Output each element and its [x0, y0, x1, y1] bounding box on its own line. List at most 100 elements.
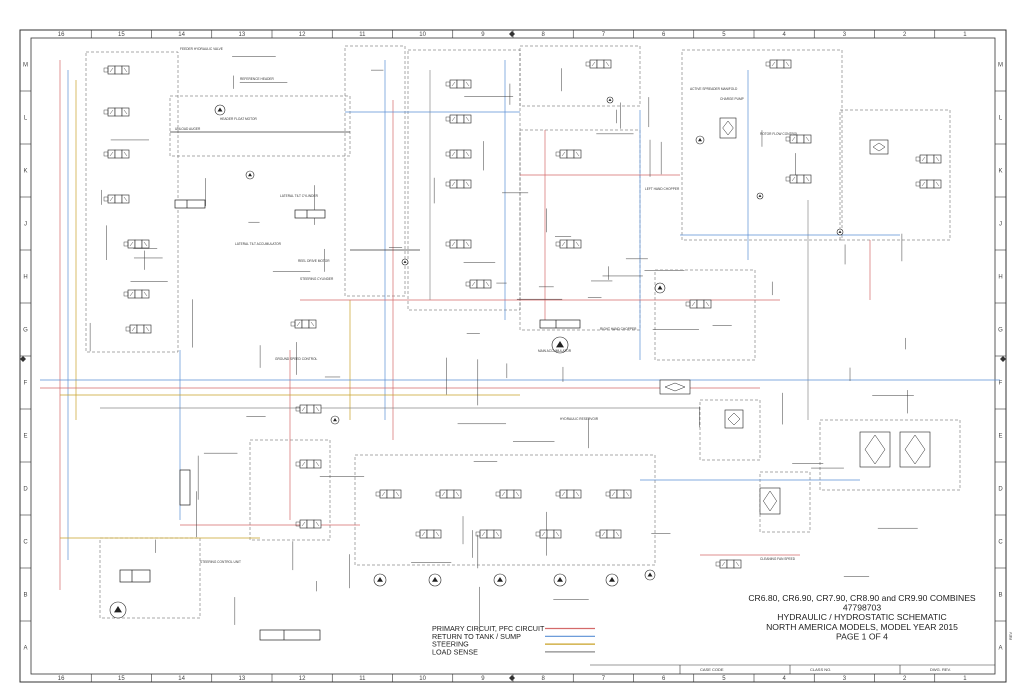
zone-col-bottom-6: 6: [662, 676, 666, 682]
solenoid-icon: [585, 61, 591, 67]
title-block-line: HYDRAULIC / HYDROSTATIC SCHEMATIC: [777, 612, 947, 622]
flow-arrow-icon: [758, 194, 762, 197]
flow-arrow-icon: [556, 341, 564, 348]
filter-reservoir-icon: [759, 487, 781, 515]
valve-envelope: [606, 529, 615, 539]
solenoid-icon: [295, 461, 301, 467]
valve-arrow: [435, 531, 440, 537]
directional-valve: [445, 114, 472, 124]
valve-arrow: [495, 531, 500, 537]
valve-envelope: [426, 529, 435, 539]
valve-arrow: [301, 521, 306, 527]
valve-arrow: [123, 196, 128, 202]
component-label: REEL DRIVE MOTOR: [298, 259, 330, 263]
directional-valve: [915, 154, 942, 164]
center-mark-right: [1000, 356, 1006, 362]
zone-col-top-7: 7: [602, 32, 606, 38]
component-group-outline: [681, 49, 843, 241]
valve-arrow: [611, 491, 616, 497]
zone-row-left-G: G: [23, 328, 28, 334]
directional-valve: [103, 107, 130, 117]
zone-row-left-D: D: [23, 487, 28, 493]
filter-element-icon: [904, 434, 926, 465]
solenoid-icon: [290, 321, 296, 327]
valve-arrow: [935, 156, 940, 162]
valve-envelope: [306, 404, 315, 414]
valve-envelope: [114, 107, 123, 117]
directional-valve: [445, 239, 472, 249]
component-label: REFERENCE HEADER: [240, 77, 275, 81]
solenoid-icon: [685, 301, 691, 307]
valve-arrow: [935, 181, 940, 187]
valve-arrow: [310, 321, 315, 327]
center-mark-top: [509, 31, 515, 37]
solenoid-icon: [535, 531, 541, 537]
directional-valve: [125, 324, 152, 334]
directional-valve: [290, 319, 317, 329]
valve-envelope: [306, 459, 315, 469]
component-group-outline: [699, 399, 761, 461]
zone-row-right-H: H: [998, 275, 1002, 281]
filter-element-icon: [727, 412, 741, 426]
valve-arrow: [601, 531, 606, 537]
solenoid-icon: [915, 156, 921, 162]
valve-arrow: [395, 491, 400, 497]
valve-arrow: [921, 181, 926, 187]
flow-arrow-icon: [608, 98, 612, 101]
zone-row-left-F: F: [24, 381, 28, 387]
valve-envelope: [596, 59, 605, 69]
title-block-line: NORTH AMERICA MODELS, MODEL YEAR 2015: [766, 622, 958, 632]
zone-col-bottom-8: 8: [541, 676, 545, 682]
zone-row-right-F: F: [999, 381, 1003, 387]
directional-valve: [295, 459, 322, 469]
solenoid-icon: [295, 521, 301, 527]
zone-col-top-5: 5: [722, 32, 726, 38]
valve-envelope: [726, 559, 735, 569]
flow-arrow-icon: [609, 577, 615, 582]
valve-envelope: [696, 299, 705, 309]
directional-valve: [915, 179, 942, 189]
solenoid-icon: [605, 491, 611, 497]
valve-envelope: [506, 489, 515, 499]
legend-label: PRIMARY CIRCUIT, PFC CIRCUIT: [432, 624, 545, 633]
valve-arrow: [561, 491, 566, 497]
solenoid-icon: [103, 151, 109, 157]
dwg-rev-label: DWG. REV.: [930, 667, 951, 672]
solenoid-icon: [765, 61, 771, 67]
valve-envelope: [476, 279, 485, 289]
valve-arrow: [109, 151, 114, 157]
directional-valve: [465, 279, 492, 289]
valve-arrow: [123, 151, 128, 157]
valve-arrow: [451, 181, 456, 187]
solenoid-icon: [103, 196, 109, 202]
zone-col-bottom-9: 9: [481, 676, 485, 682]
valve-envelope: [546, 529, 555, 539]
directional-valve: [435, 489, 462, 499]
valve-arrow: [465, 81, 470, 87]
valve-arrow: [575, 241, 580, 247]
valve-arrow: [481, 531, 486, 537]
center-mark-bottom: [509, 675, 515, 681]
component-group-outline: [354, 454, 656, 566]
zone-row-right-E: E: [998, 434, 1002, 440]
inner-border: [30, 37, 996, 675]
valve-arrow: [575, 491, 580, 497]
directional-valve: [605, 489, 632, 499]
directional-valve: [445, 179, 472, 189]
solenoid-icon: [465, 281, 471, 287]
solenoid-icon: [445, 241, 451, 247]
cylinder-icon: [294, 209, 326, 219]
valve-envelope: [796, 174, 805, 184]
directional-valve: [295, 519, 322, 529]
component-label: MAIN ACCUMULATOR: [538, 349, 572, 353]
zone-row-right-L: L: [999, 116, 1003, 122]
zone-col-top-8: 8: [541, 32, 545, 38]
filter-reservoir-icon: [899, 431, 931, 468]
zone-col-bottom-4: 4: [782, 676, 786, 682]
component-label: GROUND SPEED CONTROL: [275, 357, 318, 361]
cylinder-icon: [259, 629, 321, 641]
valve-envelope: [566, 239, 575, 249]
component-label: STEERING CONTROL UNIT: [200, 560, 241, 564]
valve-envelope: [306, 519, 315, 529]
flow-arrow-icon: [838, 230, 842, 233]
